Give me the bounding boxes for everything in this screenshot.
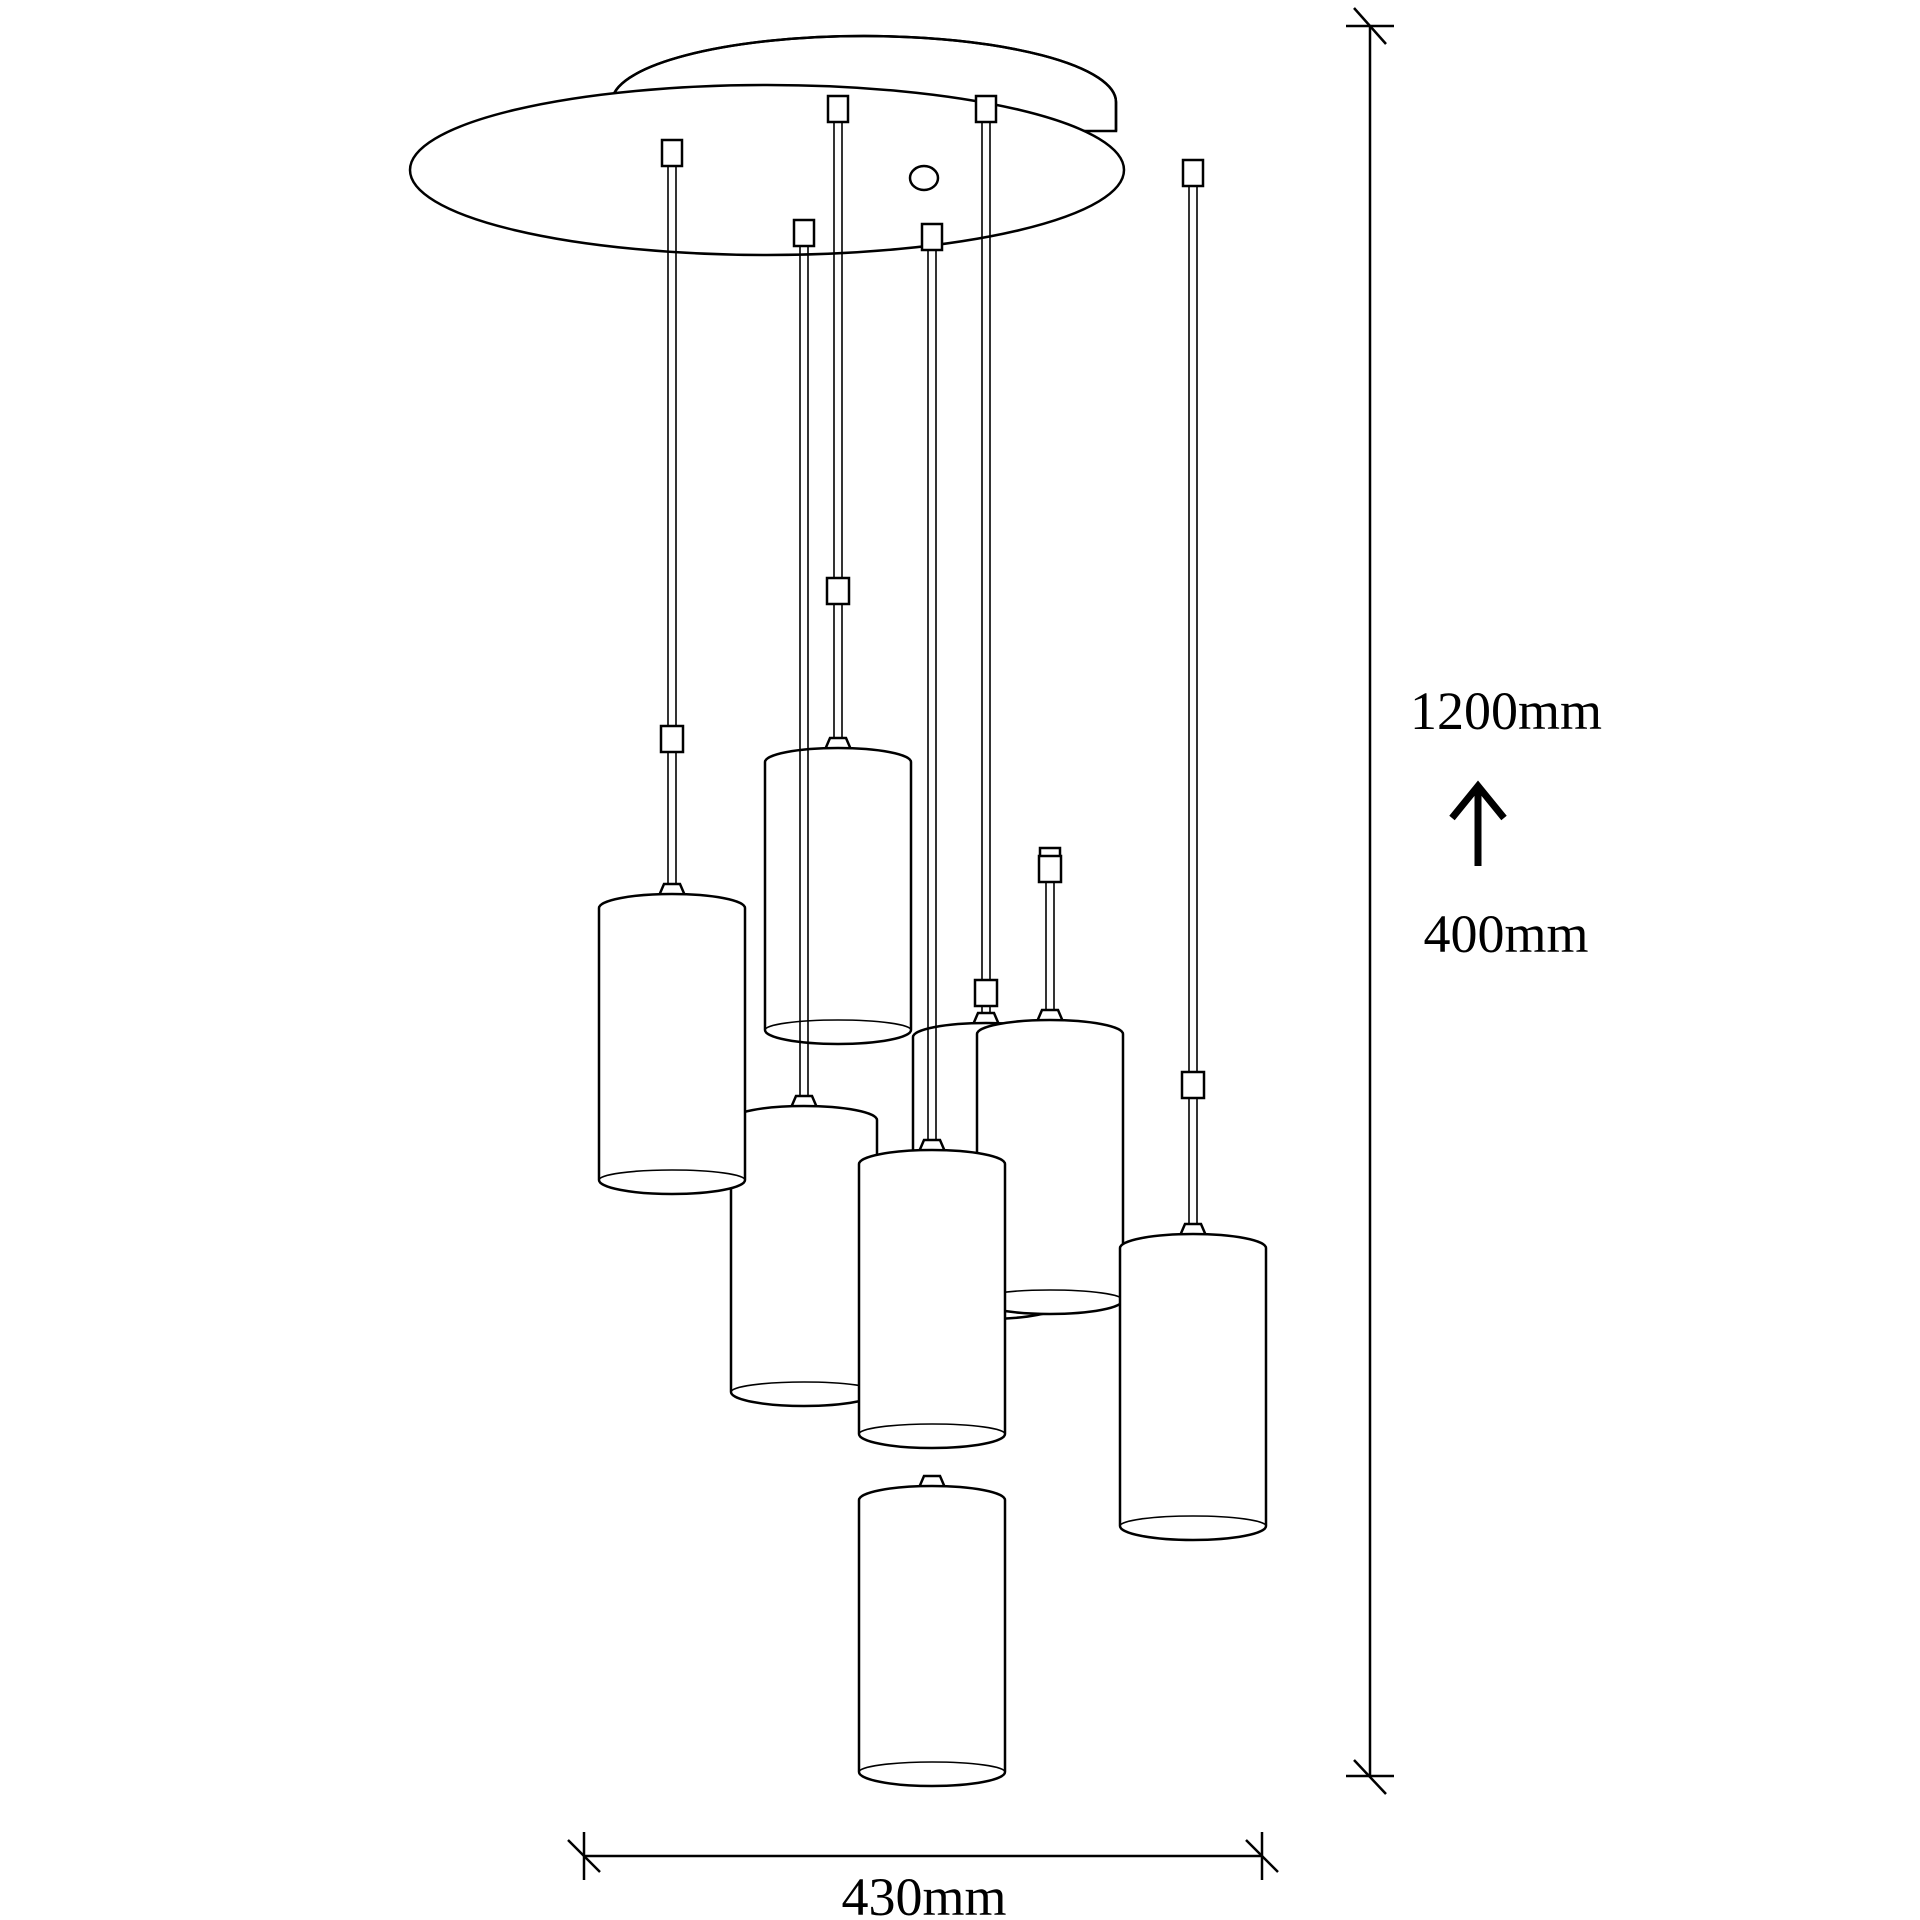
pendant-6 <box>1118 158 1268 1542</box>
shade-rim <box>764 1019 912 1031</box>
pendant-5 <box>597 138 747 1196</box>
pendant-7 <box>857 222 1007 1450</box>
cord-mount-cap <box>792 218 816 248</box>
min-height-label: 400mm <box>1423 904 1588 964</box>
shade-rim <box>858 1423 1006 1435</box>
cord-coupler <box>825 576 851 606</box>
cylinder-shade <box>1118 1232 1268 1542</box>
cord-coupler <box>1037 854 1063 884</box>
width-dimension-line <box>567 1832 1279 1880</box>
pendant-3 <box>975 846 1125 1316</box>
cord-coupler <box>973 978 999 1008</box>
cord-coupler <box>1180 1070 1206 1100</box>
ceiling-canopy <box>408 34 1126 257</box>
cylinder-shade <box>597 892 747 1196</box>
cylinder-shade <box>857 1148 1007 1450</box>
cylinder-shade <box>763 746 913 1046</box>
pendant-1 <box>763 94 913 1046</box>
width-label: 430mm <box>841 1867 1006 1920</box>
shade-rim <box>858 1761 1006 1773</box>
height-dimension-line <box>1346 7 1394 1795</box>
max-height-label: 1200mm <box>1410 681 1602 741</box>
cylinder-shade <box>729 1104 879 1408</box>
pendant-8 <box>857 1474 1007 1788</box>
shade-rim <box>1119 1515 1267 1527</box>
pendant-shades <box>597 94 1268 1788</box>
cylinder-shade <box>857 1484 1007 1788</box>
cord-mount-cap <box>920 222 944 252</box>
cord-coupler <box>659 724 685 754</box>
arrow-up-icon <box>1449 780 1507 866</box>
cord-mount-cap <box>826 94 850 124</box>
cord-mount-cap <box>974 94 998 124</box>
pendant-4 <box>729 218 879 1408</box>
cord-mount-cap <box>660 138 684 168</box>
cord-mount-cap <box>1181 158 1205 188</box>
shade-rim <box>598 1169 746 1181</box>
